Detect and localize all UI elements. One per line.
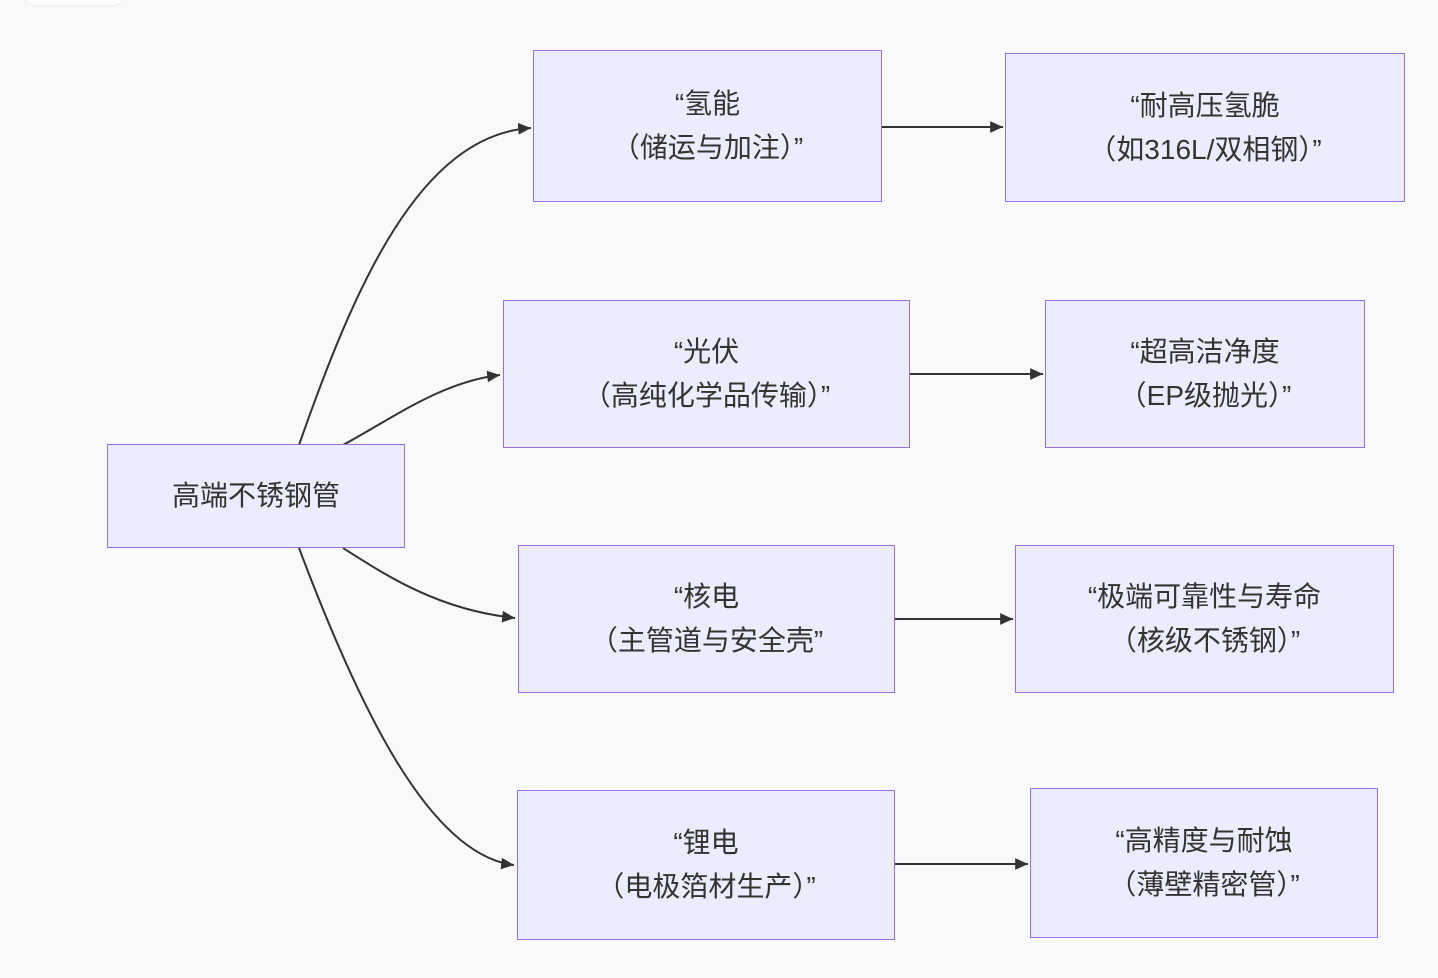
node-industry-nuclear: “核电 （主管道与安全壳” <box>518 545 895 693</box>
top-left-window-artifact <box>25 0 123 6</box>
node-label-line1: “氢能 <box>674 88 741 119</box>
node-label-line2: （高纯化学品传输）” <box>582 380 831 411</box>
edge-root-to-industry-4 <box>298 547 515 870</box>
node-label-line1: “耐高压氢脆 <box>1130 89 1280 121</box>
edge-root-to-industry-2 <box>342 370 501 446</box>
node-requirement-hydrogen: “耐高压氢脆 （如316L/双相钢）” <box>1005 53 1405 202</box>
node-industry-photovoltaic: “光伏 （高纯化学品传输）” <box>503 300 910 448</box>
node-label-line1: “极端可靠性与寿命 <box>1087 581 1322 612</box>
node-label-line2: （主管道与安全壳” <box>589 625 824 656</box>
edge-root-to-industry-1 <box>298 123 532 446</box>
node-label-line2: （薄壁精密管）” <box>1108 869 1300 900</box>
node-requirement-photovoltaic: “超高洁净度 （EP级抛光）” <box>1045 300 1365 448</box>
node-label-line1: “锂电 <box>673 827 739 858</box>
node-label-line2: （核级不锈钢）” <box>1108 625 1301 656</box>
node-label-line2: （EP级抛光）” <box>1118 380 1292 411</box>
edge-root-to-industry-3 <box>342 547 516 623</box>
node-requirement-lithium: “高精度与耐蚀 （薄壁精密管）” <box>1030 788 1378 938</box>
node-label-line1: “核电 <box>673 581 740 612</box>
node-label-line2: （如316L/双相钢）” <box>1088 133 1322 165</box>
node-industry-hydrogen: “氢能 （储运与加注）” <box>533 50 882 202</box>
node-label-line1: “超高洁净度 <box>1130 336 1280 367</box>
node-root: 高端不锈钢管 <box>107 444 405 548</box>
node-label-line1: “高精度与耐蚀 <box>1115 825 1293 856</box>
node-industry-lithium: “锂电 （电极箔材生产）” <box>517 790 895 940</box>
node-requirement-nuclear: “极端可靠性与寿命 （核级不锈钢）” <box>1015 545 1394 693</box>
node-label-line1: “光伏 <box>673 336 740 367</box>
node-label-line2: （电极箔材生产）” <box>596 871 816 902</box>
node-label-line2: （储运与加注）” <box>611 132 804 163</box>
node-label: 高端不锈钢管 <box>171 480 340 511</box>
